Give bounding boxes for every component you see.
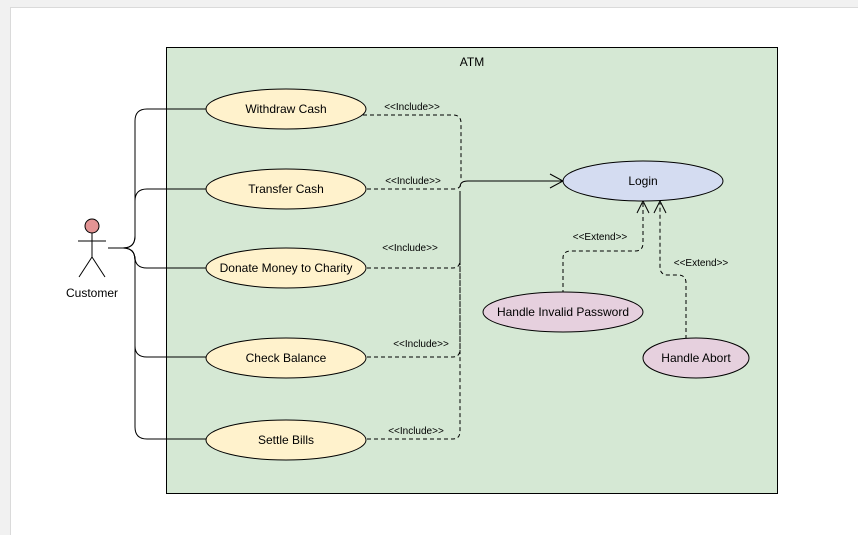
include-donate-line xyxy=(367,191,461,269)
use-case-donate[interactable]: Donate Money to Charity xyxy=(205,247,367,289)
use-case-bills[interactable]: Settle Bills xyxy=(205,419,367,461)
include-lines xyxy=(363,114,462,440)
include-bills-line xyxy=(367,191,461,440)
use-case-label: Handle Invalid Password xyxy=(497,305,629,319)
include-label-bills: <<Include>> xyxy=(388,426,444,437)
relation-labels: <<Include>> <<Include>> <<Include>> <<In… xyxy=(382,102,728,437)
use-case-label: Donate Money to Charity xyxy=(220,261,353,275)
use-case-invalid-password[interactable]: Handle Invalid Password xyxy=(482,291,644,333)
include-transfer-line xyxy=(367,182,462,190)
association-bills xyxy=(108,247,207,440)
include-label-transfer: <<Include>> xyxy=(385,176,441,187)
actor-left-leg xyxy=(78,256,93,278)
association-transfer xyxy=(108,188,207,249)
include-label-withdraw: <<Include>> xyxy=(384,102,440,113)
use-case-balance[interactable]: Check Balance xyxy=(205,337,367,379)
system-boundary-title: ATM xyxy=(460,55,484,69)
use-case-abort[interactable]: Handle Abort xyxy=(642,337,750,379)
include-label-donate: <<Include>> xyxy=(382,243,438,254)
use-case-transfer[interactable]: Transfer Cash xyxy=(205,168,367,210)
include-label-balance: <<Include>> xyxy=(393,339,449,350)
use-case-label: Settle Bills xyxy=(258,433,314,447)
use-case-label: Withdraw Cash xyxy=(245,102,326,116)
use-case-label: Handle Abort xyxy=(661,351,731,365)
extend-abort-line xyxy=(659,203,687,339)
extend-label-abort: <<Extend>> xyxy=(674,258,729,269)
use-case-label: Transfer Cash xyxy=(248,182,324,196)
use-case-login[interactable]: Login xyxy=(562,160,724,202)
actor-customer[interactable]: Customer xyxy=(66,218,118,300)
extend-invalid-line xyxy=(562,203,644,294)
use-case-diagram: ATM Customer <<Include>> << xyxy=(66,47,778,494)
actor-label: Customer xyxy=(66,286,118,300)
extend-label-invalid: <<Extend>> xyxy=(573,232,628,243)
include-balance-line xyxy=(367,191,461,358)
actor-right-leg xyxy=(91,256,106,278)
use-case-label: Login xyxy=(628,174,657,188)
use-case-label: Check Balance xyxy=(246,351,327,365)
use-case-withdraw[interactable]: Withdraw Cash xyxy=(205,88,367,130)
actor-head xyxy=(84,218,100,234)
association-lines xyxy=(108,108,207,440)
diagram-canvas: ATM Customer <<Include>> << xyxy=(10,7,858,535)
